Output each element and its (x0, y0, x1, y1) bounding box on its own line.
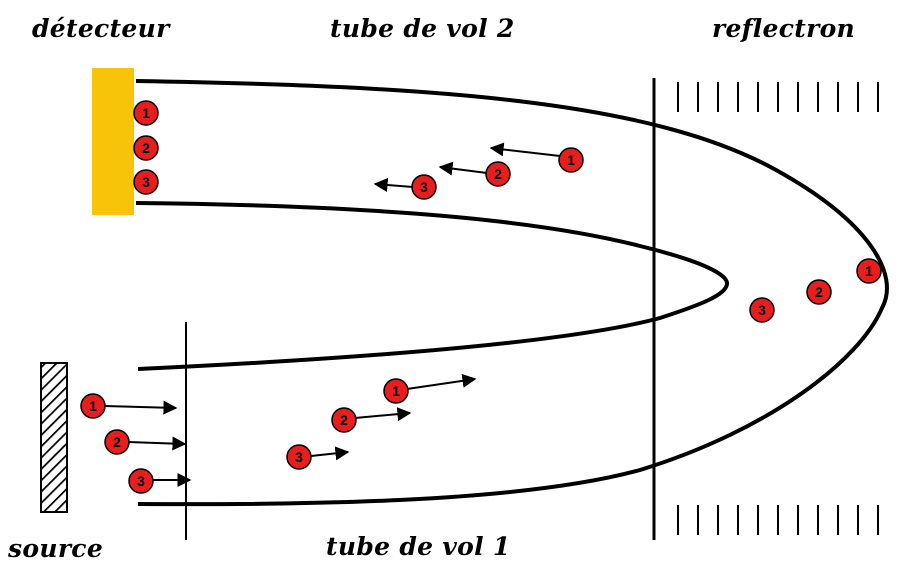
ion-number: 2 (494, 166, 502, 182)
ion-tube1-2: 2 (331, 407, 357, 433)
tube2-arrows (373, 142, 561, 192)
detector-plate (92, 68, 134, 215)
ion-reflectron-1: 1 (856, 258, 882, 284)
ion-number: 2 (142, 140, 150, 156)
ion-detector-3: 3 (133, 169, 159, 195)
ion-number: 3 (137, 473, 145, 489)
ion-detector-1: 1 (133, 100, 159, 126)
ion-number: 1 (865, 263, 873, 279)
reflectron-electrodes-top (677, 82, 879, 112)
ion-number: 3 (142, 174, 150, 190)
ion-source-2: 2 (104, 429, 130, 455)
inner-flight-path (135, 201, 729, 371)
ion-number: 1 (142, 105, 150, 121)
ion-source-3: 3 (128, 468, 154, 494)
flight-tube-1-label: tube de vol 1 (326, 532, 511, 561)
ion-number: 2 (113, 434, 121, 450)
ion-number: 3 (295, 449, 303, 465)
reflectron-electrodes-bottom (677, 505, 879, 535)
source-plate (40, 362, 68, 513)
ion-number: 3 (420, 179, 428, 195)
ion-tube2-2: 2 (485, 161, 511, 187)
ion-tube2-1: 1 (558, 147, 584, 173)
tube1-arrows (310, 373, 477, 461)
ion-number: 1 (567, 152, 575, 168)
ion-reflectron-3: 3 (749, 297, 775, 323)
flight-tube-2-label: tube de vol 2 (330, 14, 515, 43)
ion-source-1: 1 (80, 393, 106, 419)
source-arrows (103, 400, 192, 487)
ion-detector-2: 2 (133, 135, 159, 161)
detector-label: détecteur (32, 14, 170, 43)
outer-flight-path (135, 79, 889, 507)
ion-number: 1 (89, 398, 97, 414)
ion-number: 2 (815, 284, 823, 300)
ion-tube1-1: 1 (383, 378, 409, 404)
ion-number: 2 (340, 412, 348, 428)
ion-tube2-3: 3 (411, 174, 437, 200)
ion-tube1-3: 3 (286, 444, 312, 470)
ion-number: 3 (758, 302, 766, 318)
ion-reflectron-2: 2 (806, 279, 832, 305)
source-label: source (8, 534, 104, 563)
ion-number: 1 (392, 383, 400, 399)
reflectron-label: reflectron (712, 14, 856, 43)
